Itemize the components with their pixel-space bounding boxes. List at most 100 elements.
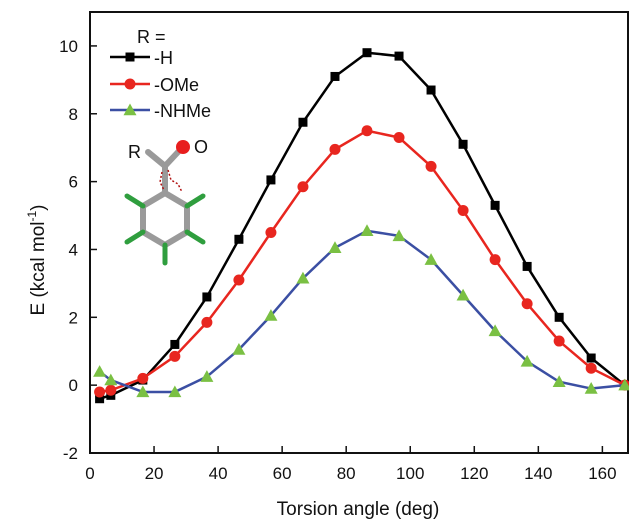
x-tick-label: 0 xyxy=(85,464,94,483)
x-tick-label: 140 xyxy=(524,464,552,483)
data-point xyxy=(264,309,278,321)
y-axis-title-close: ) xyxy=(28,205,49,211)
series-line xyxy=(98,229,625,394)
molecule-r-label: R xyxy=(128,142,141,162)
x-tick-label: 120 xyxy=(460,464,488,483)
data-point xyxy=(201,316,213,328)
y-tick-label: 10 xyxy=(59,37,78,56)
torsion-dotted-line xyxy=(159,171,165,191)
axes xyxy=(89,11,629,454)
data-point xyxy=(105,384,117,396)
data-point xyxy=(136,385,150,398)
data-point xyxy=(392,229,406,242)
ticks: 0 20 40 60 80 100 120 140 160 -2 0 2 4 6 8 10 xyxy=(59,37,616,483)
y-tick-label: 0 xyxy=(69,376,78,395)
y-tick-label: 8 xyxy=(69,105,78,124)
data-point xyxy=(329,143,341,155)
data-point xyxy=(584,382,598,394)
data-point xyxy=(456,288,470,301)
legend: R = -H -OMe -NHMe xyxy=(110,27,211,121)
data-point xyxy=(93,365,107,377)
data-point xyxy=(104,373,118,386)
molecule-structure-inset: R O xyxy=(124,137,208,266)
data-point xyxy=(490,200,500,210)
data-point xyxy=(362,48,372,58)
x-tick-label: 20 xyxy=(145,464,164,483)
y-tick-label: 4 xyxy=(69,240,78,259)
series-line xyxy=(99,129,626,394)
data-point xyxy=(457,204,469,216)
series-ome xyxy=(94,125,629,398)
data-point xyxy=(328,241,342,253)
data-point xyxy=(521,298,533,310)
legend-swatch-marker xyxy=(125,52,135,62)
data-point xyxy=(298,117,308,127)
plot-frame xyxy=(89,11,629,454)
data-point xyxy=(95,394,105,404)
x-tick-label: 40 xyxy=(209,464,228,483)
data-point xyxy=(394,51,404,61)
data-point xyxy=(458,139,468,149)
data-point xyxy=(552,375,566,387)
data-point xyxy=(618,378,629,391)
data-point xyxy=(553,335,565,347)
torsion-dotted-line xyxy=(167,169,183,193)
legend-label: -H xyxy=(154,48,173,68)
data-point xyxy=(554,312,564,322)
y-tick-label: 2 xyxy=(69,308,78,327)
data-point xyxy=(169,350,181,362)
data-point xyxy=(489,254,501,266)
data-point xyxy=(266,175,276,185)
data-point xyxy=(393,132,405,144)
x-tick-label: 60 xyxy=(273,464,292,483)
molecule-o-label: O xyxy=(194,137,208,157)
data-point xyxy=(488,324,502,337)
legend-label: -NHMe xyxy=(154,101,211,121)
data-point xyxy=(522,261,532,271)
data-point xyxy=(520,354,534,367)
benzene-ring xyxy=(140,190,190,248)
carbon-r-bond xyxy=(145,149,168,169)
data-point xyxy=(234,234,244,244)
data-point xyxy=(202,292,212,302)
y-tick-label: 6 xyxy=(69,173,78,192)
oxygen-atom xyxy=(176,140,190,154)
data-point xyxy=(232,343,246,355)
data-point xyxy=(265,227,277,238)
series-layer xyxy=(93,48,629,404)
data-point xyxy=(360,224,374,237)
legend-swatch-marker xyxy=(123,103,137,116)
data-point xyxy=(330,71,340,81)
legend-swatch-marker xyxy=(124,78,136,90)
data-point xyxy=(361,125,373,137)
data-point xyxy=(425,160,437,172)
data-point xyxy=(94,386,106,398)
ring-hydrogen-bond xyxy=(184,193,206,209)
data-point xyxy=(200,370,214,382)
x-tick-label: 160 xyxy=(588,464,616,483)
ring-hydrogen-bond xyxy=(124,229,146,245)
data-point xyxy=(168,385,182,398)
x-tick-label: 80 xyxy=(337,464,356,483)
legend-title: R = xyxy=(137,27,166,47)
x-tick-label: 100 xyxy=(396,464,424,483)
y-axis-title-superscript: -1 xyxy=(25,211,39,222)
series-nhme xyxy=(93,224,629,398)
y-tick-label: -2 xyxy=(63,444,78,463)
y-axis-title: E (kcal mol-1) xyxy=(25,205,49,316)
legend-label: -OMe xyxy=(154,75,199,95)
ring-hydrogen-bond xyxy=(184,229,206,245)
data-point xyxy=(424,253,438,265)
data-point xyxy=(137,372,149,384)
series-line xyxy=(99,51,626,400)
data-point xyxy=(233,274,245,286)
y-axis-title-main: E (kcal mol xyxy=(28,222,49,316)
ring-hydrogen-bond xyxy=(124,193,146,209)
carbon-oxygen-bond xyxy=(162,148,182,169)
data-point xyxy=(297,181,309,193)
data-point xyxy=(170,339,180,349)
x-axis-title: Torsion angle (deg) xyxy=(277,499,440,520)
data-point xyxy=(586,353,596,363)
data-point xyxy=(426,85,436,95)
